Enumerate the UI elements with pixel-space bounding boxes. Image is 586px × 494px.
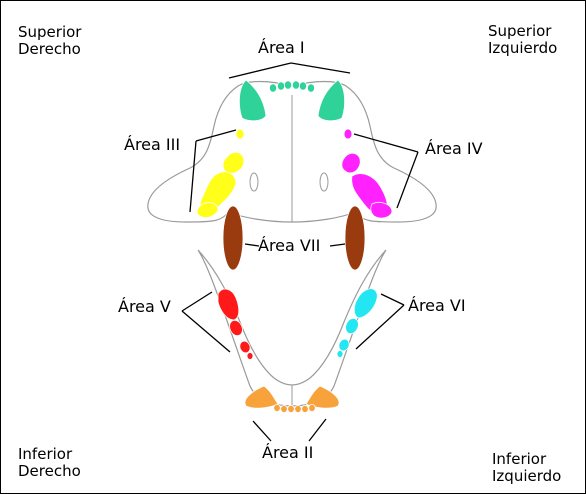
upper-incisor (269, 84, 276, 92)
area-6-label: Área VI (408, 296, 466, 315)
area-4-label: Área IV (425, 139, 483, 158)
lower-incisor (302, 405, 309, 412)
area-5-leader-upper (182, 292, 212, 311)
lower-incisor (309, 404, 316, 411)
area-1-label: Área I (258, 38, 305, 57)
upper-right-first-premolar (236, 129, 244, 139)
area-2-label: Área II (262, 443, 313, 462)
lower-incisor (281, 405, 288, 412)
lower-incisor (288, 405, 295, 412)
area-7-leader-left (330, 244, 345, 246)
lower-left-small-premolar (337, 351, 343, 358)
upper-incisor (277, 82, 284, 90)
lower-right-small-premolar (247, 353, 253, 360)
upper-left-first-premolar (344, 129, 352, 139)
lower-incisor (295, 405, 302, 412)
area-1-leader-left (291, 63, 350, 73)
area-5-label: Área V (118, 297, 171, 316)
upper-incisor (299, 82, 306, 90)
area-7-region-left (345, 206, 365, 270)
lower-incisor (274, 404, 281, 411)
area-7-label: Área VII (258, 236, 320, 255)
area-6-leader-upper (381, 294, 404, 305)
upper-incisor (284, 81, 291, 89)
area-1-leader-right (229, 63, 291, 78)
upper-incisor (307, 84, 314, 92)
area-7-region-right (223, 206, 243, 270)
area-2-leader-right (253, 421, 271, 441)
area-3-label: Área III (124, 135, 180, 154)
area-2-leader-left (309, 419, 326, 441)
area-5-leader-lower (182, 311, 230, 352)
lower-right-molar (218, 289, 239, 320)
area-5-teeth (218, 289, 253, 359)
upper-incisor (292, 81, 299, 89)
area-7-leader-right (245, 244, 259, 246)
